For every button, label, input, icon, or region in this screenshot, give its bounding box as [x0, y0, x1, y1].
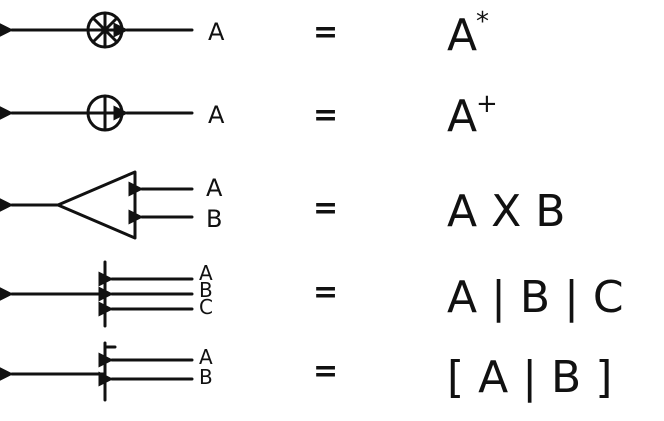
plus-result: A [447, 91, 477, 142]
row-alternation: A B C = A | B | C [0, 260, 624, 328]
row-plus: A = A + [0, 89, 498, 142]
star-superscript: * [476, 7, 489, 37]
star-result: A [447, 10, 477, 61]
product-triangle-symbol [0, 170, 194, 240]
star-equals: = [313, 15, 338, 50]
row-product: A B = A X B [0, 170, 565, 240]
product-equals: = [313, 191, 338, 226]
optional-input-b: B [199, 365, 213, 389]
product-input-a: A [206, 174, 223, 202]
star-symbol [0, 11, 194, 49]
row-star: A = A * [0, 7, 489, 61]
star-input-a: A [208, 18, 225, 46]
optional-result: [ A | B ] [447, 352, 612, 403]
alternation-result: A | B | C [447, 272, 624, 323]
plus-equals: = [313, 98, 338, 133]
product-input-b: B [206, 205, 222, 233]
alternation-input-c: C [199, 295, 213, 319]
optional-input-a: A [199, 345, 213, 369]
alternation-input-b: B [199, 278, 213, 302]
row-optional: A B = [ A | B ] [0, 341, 612, 403]
plus-superscript: + [476, 89, 498, 119]
plus-symbol [0, 94, 194, 132]
alternation-bar-symbol [0, 260, 194, 328]
product-result: A X B [447, 186, 565, 237]
alternation-input-a: A [199, 261, 213, 285]
plus-input-a: A [208, 101, 225, 129]
optional-equals: = [313, 354, 338, 389]
alternation-equals: = [313, 275, 338, 310]
optional-bracket-symbol [0, 341, 194, 402]
